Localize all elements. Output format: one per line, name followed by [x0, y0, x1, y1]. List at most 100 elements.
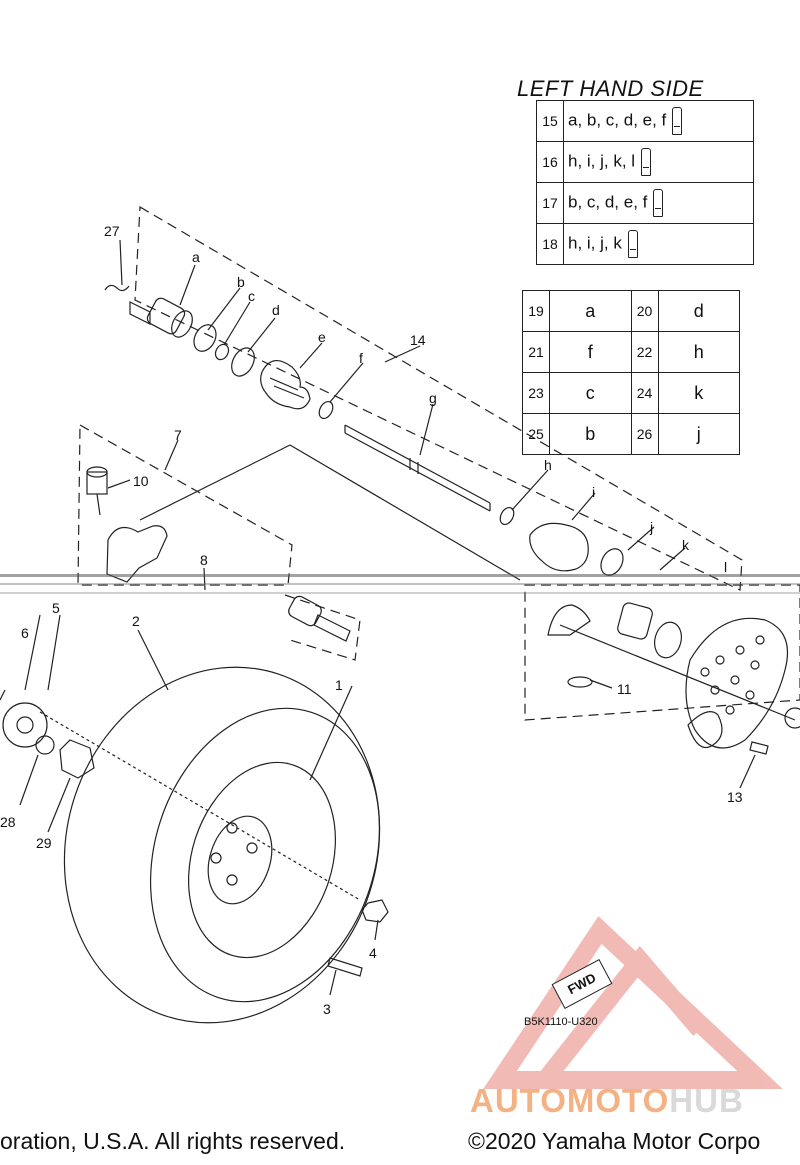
pair-value-left: a: [549, 290, 632, 332]
wheel-nut: [361, 899, 389, 923]
callout-6: 6: [21, 625, 29, 641]
grease-row-parts: b, c, d, e, f: [563, 182, 754, 224]
callout-d: d: [272, 302, 280, 318]
pair-value-right: h: [657, 331, 740, 373]
pair-number-left: 19: [522, 290, 550, 332]
callout-14: 14: [410, 332, 426, 348]
callout-k: k: [682, 537, 689, 553]
pair-value-left: f: [549, 331, 632, 373]
brake-disc: [685, 617, 789, 749]
pair-number-left: 21: [522, 331, 550, 373]
tire: [63, 666, 381, 1024]
inner-cv-joint: [288, 595, 351, 642]
pair-value-right: k: [657, 372, 740, 414]
scan-artifact-band: [0, 574, 800, 594]
pair-value-right: j: [657, 413, 740, 455]
wheel-bearing: [617, 602, 682, 659]
callout-i: i: [592, 484, 596, 500]
callout-4: 4: [369, 945, 377, 961]
watermark-text-part1: AUTOMOTO: [470, 1082, 670, 1119]
pair-number-left: 23: [522, 372, 550, 414]
watermark-text-part2: HUB: [669, 1082, 744, 1119]
pair-number-right: 20: [630, 290, 659, 332]
grease-tube-icon: [627, 230, 638, 258]
band-h: [499, 506, 515, 526]
callout-j: j: [650, 519, 654, 535]
boot-i: [529, 522, 589, 572]
callout-5: 5: [52, 600, 60, 616]
drive-shaft-g: [344, 424, 491, 512]
boot-e: [260, 360, 311, 410]
callout-a: a: [192, 249, 200, 265]
pair-number-right: 22: [630, 331, 659, 373]
grease-row-letters: h, i, j, k, l: [568, 151, 636, 171]
wheel-hub-right: [784, 707, 800, 729]
bolt-13: [749, 741, 769, 755]
footer-left: oration, U.S.A. All rights reserved.: [0, 1128, 346, 1154]
callout-10: 10: [133, 473, 149, 489]
disc-guard: [687, 711, 723, 749]
pair-value-right: d: [657, 290, 740, 332]
ball-joint: [86, 466, 108, 516]
callout-b: b: [237, 274, 245, 290]
callout-l: l: [724, 559, 728, 575]
pair-value-left: c: [549, 372, 632, 414]
callout-7: 7: [174, 427, 182, 443]
band-d: [231, 347, 255, 377]
pair-number-right: 26: [630, 413, 659, 455]
grease-tube-icon: [672, 107, 683, 135]
wheel-hub-left: [0, 689, 55, 755]
diagram-code: B5K1110-U320: [524, 1016, 598, 1028]
circlip-c: [214, 343, 230, 361]
knuckle-assembly-box: [77, 423, 293, 586]
pair-value-left: b: [549, 413, 632, 455]
grease-row-number: 16: [536, 141, 564, 183]
pair-number-right: 24: [630, 372, 659, 414]
pair-number-left: 25: [522, 413, 550, 455]
callout-2: 2: [132, 613, 140, 629]
grease-row-number: 15: [536, 100, 564, 142]
callout-g: g: [429, 390, 437, 406]
grease-row-letters: b, c, d, e, f: [568, 192, 648, 212]
callout-1: 1: [335, 677, 343, 693]
hub-nut: [59, 739, 95, 779]
grease-row-parts: a, b, c, d, e, f: [563, 100, 754, 142]
callout-13: 13: [727, 789, 743, 805]
callout-11: 11: [617, 681, 632, 697]
callout-27: 27: [104, 223, 120, 239]
grease-row-parts: h, i, j, k: [563, 223, 754, 265]
grease-row-parts: h, i, j, k, l: [563, 141, 754, 183]
callout-8: 8: [200, 552, 208, 568]
valve-stem: [327, 957, 363, 977]
grease-row-number: 17: [536, 182, 564, 224]
steering-knuckle: [106, 525, 168, 583]
callout-f: f: [359, 350, 363, 366]
watermark-text: AUTOMOTOHUB: [470, 1082, 744, 1120]
caliper-bracket: [547, 604, 591, 636]
grease-row-number: 18: [536, 223, 564, 265]
callout-28: 28: [0, 814, 16, 830]
callout-h: h: [544, 457, 552, 473]
watermark-triangle-logo: [483, 916, 783, 1089]
band-f: [318, 400, 334, 420]
grease-tube-icon: [641, 148, 652, 176]
grease-tube-icon: [653, 189, 664, 217]
callout-29: 29: [36, 835, 52, 851]
hub-assembly-box: [524, 584, 800, 721]
cv-joint-outer: [129, 297, 193, 338]
clip-11: [567, 676, 593, 688]
clip-27: [104, 284, 130, 292]
band-j: [600, 548, 624, 576]
